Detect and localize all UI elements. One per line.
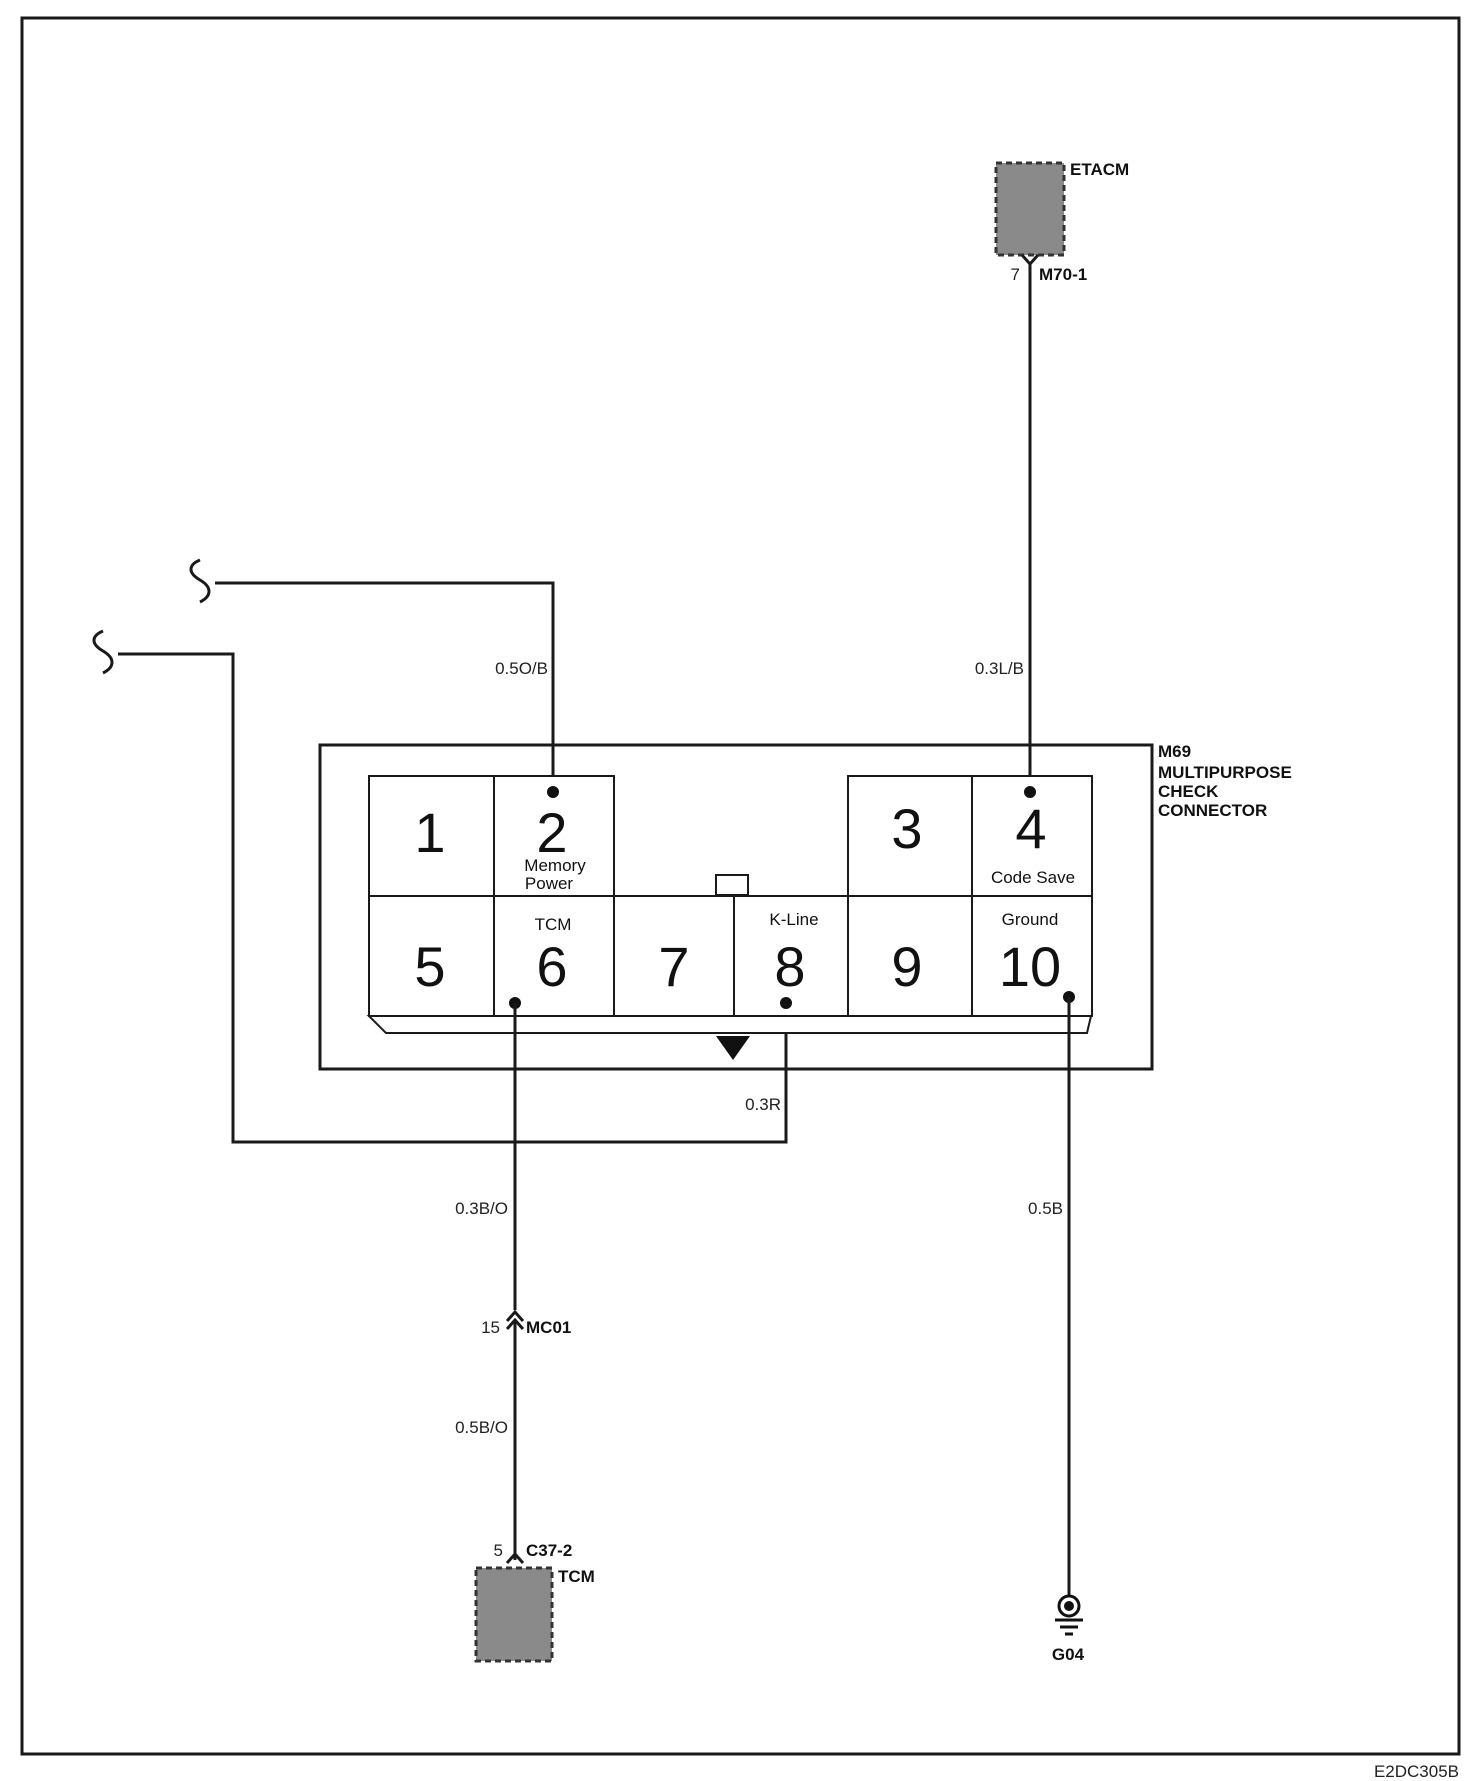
- tcm-connector-id: C37-2: [526, 1541, 572, 1560]
- connector-latch: [715, 874, 749, 896]
- pin-cell-3: [847, 775, 973, 897]
- pin-2-dot: [547, 786, 559, 798]
- tcm-component: [474, 1566, 554, 1663]
- wire-pin2-label: 0.5O/B: [495, 659, 548, 678]
- wire-pin6-upper-label: 0.3B/O: [455, 1199, 508, 1218]
- wire-pin8-label: 0.3R: [745, 1095, 781, 1114]
- wire-pin8: [118, 652, 788, 1144]
- figure-code: E2DC305B: [1374, 1762, 1459, 1781]
- pin-8-dot: [780, 997, 792, 1009]
- pin-4-label: Code Save: [991, 868, 1075, 887]
- pin-number-5: 5: [414, 935, 445, 998]
- tcm-pin-number: 5: [494, 1541, 503, 1560]
- etacm-component: [994, 161, 1066, 257]
- pin-4-dot: [1024, 786, 1036, 798]
- junction-connector-symbol-a: [505, 1309, 525, 1322]
- pin-10-label: Ground: [1002, 910, 1059, 929]
- connector-title-line-2: CHECK: [1158, 782, 1219, 801]
- pin-cell-8: [733, 895, 849, 1017]
- junction-connector-symbol-b: [505, 1317, 525, 1330]
- connector-id: M69: [1158, 742, 1191, 761]
- pin-number-9: 9: [891, 935, 922, 998]
- pin-8-label: K-Line: [769, 910, 818, 929]
- ground-label: G04: [1052, 1645, 1085, 1664]
- pin-2-label-line-2: Power: [525, 874, 574, 893]
- etacm-connector-id: M70-1: [1039, 265, 1087, 284]
- pin-number-8: 8: [774, 935, 805, 998]
- pin-cell-6: [493, 895, 615, 1017]
- pin-number-6: 6: [536, 935, 567, 998]
- pin-number-10: 10: [999, 935, 1061, 998]
- pin-number-3: 3: [891, 797, 922, 860]
- connector-key-triangle: [716, 1036, 750, 1060]
- connector-title-line-3: CONNECTOR: [1158, 801, 1267, 820]
- pin-6-label: TCM: [535, 915, 572, 934]
- wire-pin4-label: 0.3L/B: [975, 659, 1024, 678]
- wire-pin2: [215, 581, 555, 792]
- pin-number-2: 2: [536, 801, 567, 864]
- pin-cell-9: [847, 895, 973, 1017]
- diagram-frame: [20, 16, 1461, 1756]
- junction-connector-id: MC01: [526, 1318, 571, 1337]
- pin-cell-1: [368, 775, 495, 897]
- wire-pin10-label: 0.5B: [1028, 1199, 1063, 1218]
- junction-pin-number: 15: [481, 1318, 500, 1337]
- pin-number-7: 7: [658, 935, 689, 998]
- wire-pin8-break: [92, 629, 114, 675]
- tcm-label: TCM: [558, 1567, 595, 1586]
- pin-cell-5: [368, 895, 495, 1017]
- etacm-label: ETACM: [1070, 160, 1129, 179]
- wire-pin2-break: [189, 558, 211, 604]
- tcm-connector-symbol: [505, 1551, 525, 1564]
- connector-title-line-1: MULTIPURPOSE: [1158, 763, 1292, 782]
- etacm-pin-number: 7: [1011, 265, 1020, 284]
- wire-pin6-lower-label: 0.5B/O: [455, 1418, 508, 1437]
- pin-number-4: 4: [1015, 797, 1046, 860]
- pin-2-label-line-1: Memory: [524, 856, 586, 875]
- connector-housing: [318, 743, 1154, 1071]
- ground-terminal-center: [1064, 1601, 1074, 1611]
- pin-number-1: 1: [414, 801, 445, 864]
- connector-base: [366, 1015, 1093, 1034]
- pin-cell-7: [613, 895, 735, 1017]
